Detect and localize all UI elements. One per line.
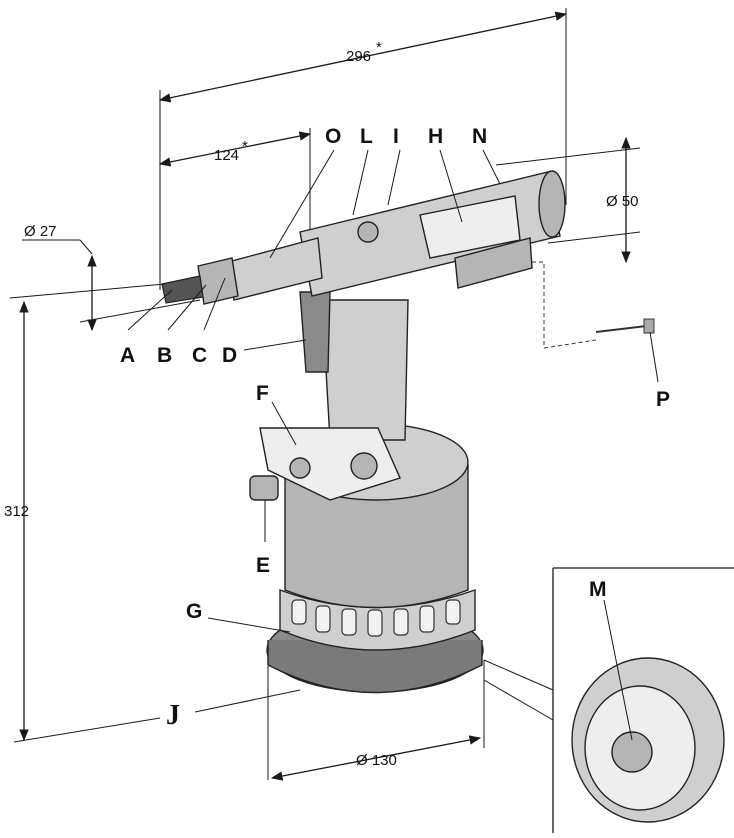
- leader-lines: [127, 149, 659, 741]
- label-m: M: [589, 578, 607, 601]
- dim-base-diameter: Ø 130: [356, 752, 397, 769]
- dim-nose-length: 124: [214, 147, 239, 164]
- adjust-knob: [249, 475, 279, 501]
- inset-detail: [483, 567, 734, 833]
- label-o: O: [325, 125, 341, 148]
- label-g: G: [186, 600, 202, 623]
- label-e: E: [256, 554, 270, 577]
- dim-barrel-diameter: Ø 50: [606, 193, 639, 210]
- dim-overall-length-star: *: [376, 39, 382, 56]
- dim-nose-diameter: Ø 27: [24, 223, 57, 240]
- label-j: J: [166, 700, 180, 731]
- dim-overall-length: 296: [346, 48, 371, 65]
- nozzle: [161, 275, 204, 304]
- inset-valve: [611, 731, 653, 773]
- mandrel: [595, 325, 647, 333]
- dimension-lines: [9, 8, 641, 781]
- valve-block: [259, 427, 401, 501]
- label-i: I: [393, 125, 399, 148]
- label-a: A: [120, 344, 135, 367]
- label-f: F: [256, 382, 269, 405]
- label-p: P: [656, 388, 670, 411]
- label-d: D: [222, 344, 237, 367]
- label-n: N: [472, 125, 487, 148]
- label-c: C: [192, 344, 207, 367]
- dim-nose-length-star: *: [242, 138, 248, 155]
- nose-piece: [227, 237, 323, 301]
- jaw-housing: [197, 257, 239, 305]
- label-h: H: [428, 125, 443, 148]
- handle: [321, 299, 409, 441]
- label-l: L: [360, 125, 373, 148]
- label-b: B: [157, 344, 172, 367]
- trigger: [299, 291, 331, 373]
- rivet-tool-illustration: [161, 170, 655, 694]
- cylinder-body: [284, 464, 469, 609]
- dim-height: 312: [4, 503, 29, 520]
